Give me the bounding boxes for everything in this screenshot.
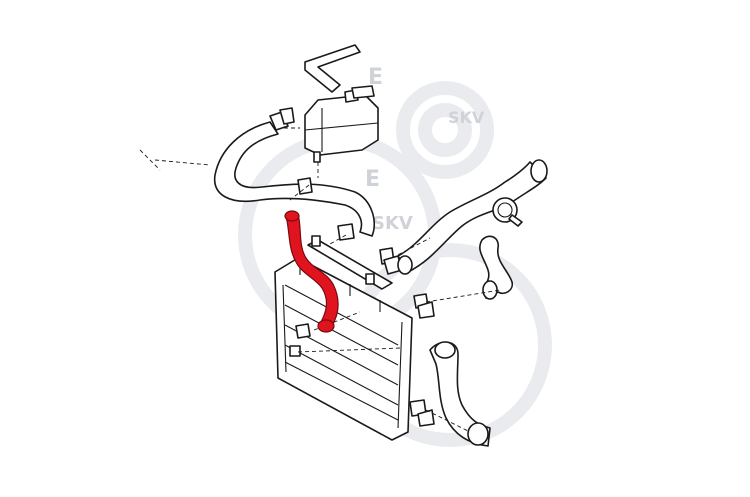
watermark-brand-top: SKV bbox=[448, 108, 485, 127]
expansion-tank bbox=[304, 85, 379, 163]
clamp-round-right bbox=[492, 197, 523, 227]
watermark-letter-mid: E bbox=[365, 167, 380, 192]
upper-radiator-hose bbox=[397, 159, 548, 275]
tank-vent-hose bbox=[304, 44, 361, 93]
clamps-top bbox=[269, 107, 403, 275]
watermark-brand-mid: SKV bbox=[372, 213, 413, 234]
clamps-lower bbox=[289, 293, 435, 427]
radiator-top-rail bbox=[307, 235, 393, 290]
upper-overflow-hose bbox=[213, 121, 376, 237]
highlighted-hose bbox=[284, 210, 339, 333]
middle-hose-right bbox=[479, 235, 514, 300]
watermark-letter-top: E bbox=[368, 65, 383, 90]
assembly-lines bbox=[139, 127, 501, 433]
lower-radiator-hose bbox=[429, 341, 491, 447]
